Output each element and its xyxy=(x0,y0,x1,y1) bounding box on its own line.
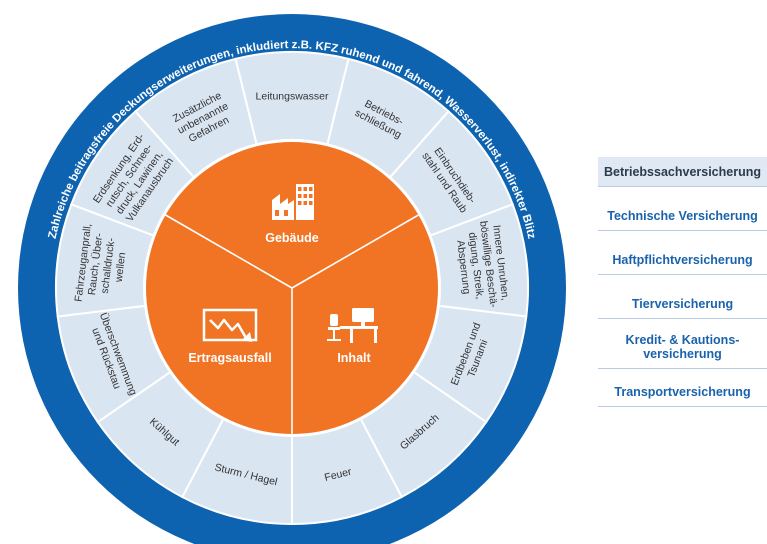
core-divider xyxy=(165,214,293,289)
nav-item-tierversicherung[interactable]: Tierversicherung xyxy=(598,289,767,319)
segment-zusaetzliche-unbenannte-gefahren: ZusätzlicheunbenannteGefahren xyxy=(134,57,258,179)
segment-label-line: wellen xyxy=(113,252,129,284)
nav-item-label: Transportversicherung xyxy=(614,384,751,399)
segment-betriebs-schliessung: Betriebs-schließung xyxy=(326,57,450,179)
segment-erdbeben-und-tsunami: Erdbeben undTsunami xyxy=(412,304,528,424)
core-section-label: Inhalt xyxy=(337,351,371,365)
segment-label: Fahrzeuganprall,Rauch, Über-schalldruck-… xyxy=(73,223,132,307)
core-section-inhalt: Inhalt xyxy=(327,308,378,365)
core-divider xyxy=(291,214,419,289)
segment-glasbruch: Glasbruch xyxy=(359,370,488,499)
falling-chart-icon xyxy=(202,308,258,342)
core-section-gebaeude: Gebäude xyxy=(265,184,319,245)
segment-tile xyxy=(134,57,258,179)
segment-feuer: Feuer xyxy=(291,417,404,526)
nav-item-label: Kredit- & Kautions- xyxy=(625,332,740,347)
segment-label-line: Leitungswasser xyxy=(256,91,329,103)
nav-item-kredit-kautionsversicherung[interactable]: Kredit- & Kautions- versicherung xyxy=(598,325,767,369)
core-section-ertragsausfall: Ertragsausfall xyxy=(188,308,272,365)
core-section-label: Ertragsausfall xyxy=(188,351,271,365)
nav-item-betriebssachversicherung[interactable]: Betriebssachversicherung xyxy=(598,157,767,187)
nav-item-technische-versicherung[interactable]: Technische Versicherung xyxy=(598,201,767,231)
insurance-type-nav: Betriebssachversicherung Technische Vers… xyxy=(598,157,767,407)
segment-label: Leitungswasser xyxy=(256,91,329,103)
factory-icon xyxy=(272,184,314,220)
nav-item-label: Haftpflichtversicherung xyxy=(612,252,753,267)
segment-innere-unruhen-boeswillige-beschae-digung-streik-absperrung: Innere Unruhen,böswillige Beschä-digung,… xyxy=(429,203,529,318)
segment-einbruchdieb-stahl-und-raub: Einbruchdieb-stahl und Raub xyxy=(388,109,514,237)
segment-ueberschwemmung-und-rueckstau: Überschwemmungund Rückstau xyxy=(56,304,172,424)
nav-item-transportversicherung[interactable]: Transportversicherung xyxy=(598,377,767,407)
segment-kuehlgut: Kühlgut xyxy=(96,370,225,499)
nav-item-label: Betriebssachversicherung xyxy=(603,164,761,179)
nav-item-label: Tierversicherung xyxy=(631,296,734,311)
insurance-coverage-wheel: LeitungswasserBetriebs-schließungEinbruc… xyxy=(18,14,566,544)
nav-item-label: Technische Versicherung xyxy=(607,208,758,223)
core-section-label: Gebäude xyxy=(265,231,319,245)
office-desk-icon xyxy=(327,308,378,343)
nav-item-label-line2: versicherung xyxy=(643,346,722,361)
nav-item-haftpflichtversicherung[interactable]: Haftpflichtversicherung xyxy=(598,245,767,275)
